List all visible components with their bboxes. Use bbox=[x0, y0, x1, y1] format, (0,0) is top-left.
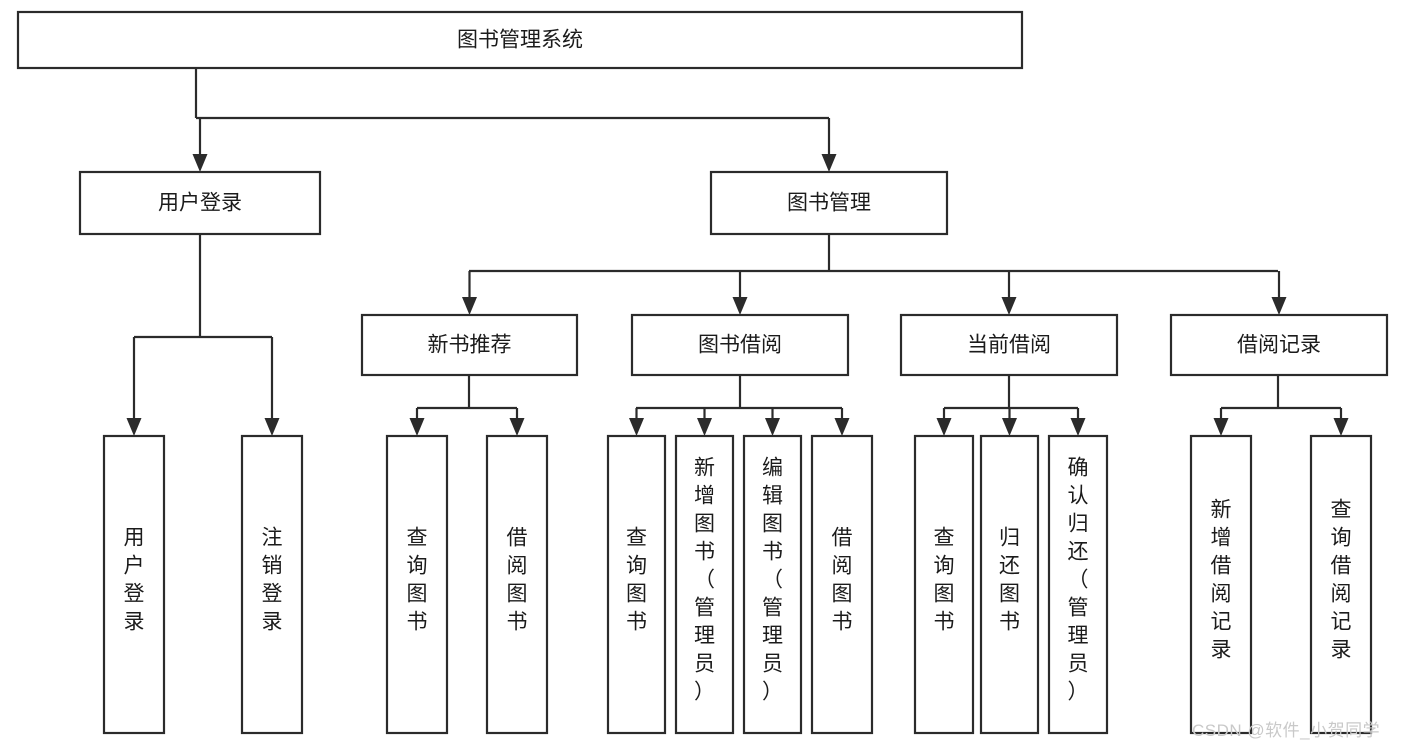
node-new-book-recommend[interactable]: 新书推荐 bbox=[360, 313, 579, 377]
node-user-login-box[interactable] bbox=[78, 170, 322, 236]
edge-book-borrow-to-leaf-query-book-2-arrowhead bbox=[629, 418, 644, 436]
node-leaf-query-book-3-label: 查询图书 bbox=[934, 527, 955, 634]
node-leaf-edit-book-box[interactable] bbox=[742, 434, 803, 735]
node-leaf-query-book-1-box[interactable] bbox=[385, 434, 449, 735]
connector-layer bbox=[126, 68, 1349, 436]
node-leaf-query-book-3[interactable]: 查询图书 bbox=[913, 434, 975, 735]
edge-book-borrow-to-leaf-borrow-book-2-arrowhead bbox=[834, 418, 850, 436]
node-book-manage[interactable]: 图书管理 bbox=[709, 170, 949, 236]
edge-user-login-to-leaf-user-login-arrowhead bbox=[126, 418, 142, 436]
node-leaf-return-book-box[interactable] bbox=[979, 434, 1040, 735]
node-leaf-confirm-return-box[interactable] bbox=[1047, 434, 1109, 735]
edge-new-book-recommend-to-leaf-borrow-book-1-arrowhead bbox=[509, 418, 525, 436]
node-book-borrow-label: 图书借阅 bbox=[698, 334, 782, 357]
node-leaf-edit-book[interactable]: 编辑图书（管理员） bbox=[742, 434, 803, 735]
node-leaf-logout-box[interactable] bbox=[240, 434, 304, 735]
node-leaf-logout-label: 注销登录 bbox=[262, 527, 283, 634]
node-leaf-query-book-2-box[interactable] bbox=[606, 434, 667, 735]
edge-borrow-record-to-leaf-query-record-arrowhead bbox=[1333, 418, 1349, 436]
node-new-book-recommend-label: 新书推荐 bbox=[428, 334, 512, 357]
edge-current-borrow-to-leaf-query-book-3-arrowhead bbox=[936, 418, 952, 436]
edge-book-manage-to-new-book-recommend-arrowhead bbox=[462, 297, 477, 315]
node-book-borrow[interactable]: 图书借阅 bbox=[630, 313, 850, 377]
edge-book-borrow-to-leaf-edit-book-arrowhead bbox=[765, 418, 780, 436]
node-leaf-confirm-return[interactable]: 确认归还（管理员） bbox=[1047, 434, 1109, 735]
node-leaf-return-book-label: 归还图书 bbox=[999, 527, 1020, 634]
node-current-borrow[interactable]: 当前借阅 bbox=[899, 313, 1119, 377]
node-leaf-borrow-book-1[interactable]: 借阅图书 bbox=[485, 434, 549, 735]
node-book-borrow-box[interactable] bbox=[630, 313, 850, 377]
node-leaf-query-book-2[interactable]: 查询图书 bbox=[606, 434, 667, 735]
node-leaf-borrow-book-2-box[interactable] bbox=[810, 434, 874, 735]
node-leaf-query-book-1-label: 查询图书 bbox=[407, 527, 428, 634]
edge-book-manage-to-current-borrow-arrowhead bbox=[1001, 297, 1017, 315]
edge-book-manage-to-book-borrow-arrowhead bbox=[732, 297, 748, 315]
edge-root-to-user-login-arrowhead bbox=[192, 154, 208, 172]
node-leaf-borrow-book-2[interactable]: 借阅图书 bbox=[810, 434, 874, 735]
node-borrow-record-label: 借阅记录 bbox=[1237, 334, 1321, 357]
node-book-manage-label: 图书管理 bbox=[787, 192, 871, 215]
node-leaf-return-book[interactable]: 归还图书 bbox=[979, 434, 1040, 735]
node-leaf-add-book-box[interactable] bbox=[674, 434, 735, 735]
node-leaf-query-record-label: 查询借阅记录 bbox=[1331, 499, 1352, 662]
node-leaf-query-book-2-label: 查询图书 bbox=[626, 527, 647, 634]
node-leaf-add-record[interactable]: 新增借阅记录 bbox=[1189, 434, 1253, 735]
edge-root-to-book-manage-arrowhead bbox=[821, 154, 837, 172]
node-leaf-query-record[interactable]: 查询借阅记录 bbox=[1309, 434, 1373, 735]
node-leaf-query-book-3-box[interactable] bbox=[913, 434, 975, 735]
node-leaf-borrow-book-1-label: 借阅图书 bbox=[507, 527, 528, 634]
edge-current-borrow-to-leaf-confirm-return-arrowhead bbox=[1070, 418, 1086, 436]
node-user-login-label: 用户登录 bbox=[158, 192, 242, 215]
node-user-login[interactable]: 用户登录 bbox=[78, 170, 322, 236]
node-leaf-add-record-box[interactable] bbox=[1189, 434, 1253, 735]
node-leaf-borrow-book-2-label: 借阅图书 bbox=[832, 527, 853, 634]
node-root-box[interactable] bbox=[16, 10, 1024, 70]
node-new-book-recommend-box[interactable] bbox=[360, 313, 579, 377]
node-borrow-record-box[interactable] bbox=[1169, 313, 1389, 377]
node-leaf-user-login[interactable]: 用户登录 bbox=[102, 434, 166, 735]
edge-current-borrow-to-leaf-return-book-arrowhead bbox=[1002, 418, 1017, 436]
node-current-borrow-label: 当前借阅 bbox=[967, 334, 1051, 357]
node-leaf-add-book-label: 新增图书（管理员） bbox=[694, 457, 715, 704]
node-current-borrow-box[interactable] bbox=[899, 313, 1119, 377]
node-book-manage-box[interactable] bbox=[709, 170, 949, 236]
node-root-label: 图书管理系统 bbox=[457, 29, 583, 52]
node-leaf-add-book[interactable]: 新增图书（管理员） bbox=[674, 434, 735, 735]
node-leaf-user-login-label: 用户登录 bbox=[124, 527, 145, 634]
edge-book-manage-to-borrow-record-arrowhead bbox=[1271, 297, 1287, 315]
node-leaf-logout[interactable]: 注销登录 bbox=[240, 434, 304, 735]
node-leaf-query-book-1[interactable]: 查询图书 bbox=[385, 434, 449, 735]
node-leaf-add-record-label: 新增借阅记录 bbox=[1211, 499, 1232, 662]
node-layer: 图书管理系统用户登录图书管理新书推荐图书借阅当前借阅借阅记录用户登录注销登录查询… bbox=[16, 10, 1389, 735]
edge-borrow-record-to-leaf-add-record-arrowhead bbox=[1213, 418, 1229, 436]
node-leaf-edit-book-label: 编辑图书（管理员） bbox=[762, 457, 783, 704]
node-leaf-borrow-book-1-box[interactable] bbox=[485, 434, 549, 735]
node-leaf-confirm-return-label: 确认归还（管理员） bbox=[1068, 457, 1089, 704]
node-borrow-record[interactable]: 借阅记录 bbox=[1169, 313, 1389, 377]
node-root[interactable]: 图书管理系统 bbox=[16, 10, 1024, 70]
node-leaf-query-record-box[interactable] bbox=[1309, 434, 1373, 735]
edge-new-book-recommend-to-leaf-query-book-1-arrowhead bbox=[409, 418, 425, 436]
edge-book-borrow-to-leaf-add-book-arrowhead bbox=[697, 418, 712, 436]
node-leaf-user-login-box[interactable] bbox=[102, 434, 166, 735]
edge-user-login-to-leaf-logout-arrowhead bbox=[264, 418, 280, 436]
